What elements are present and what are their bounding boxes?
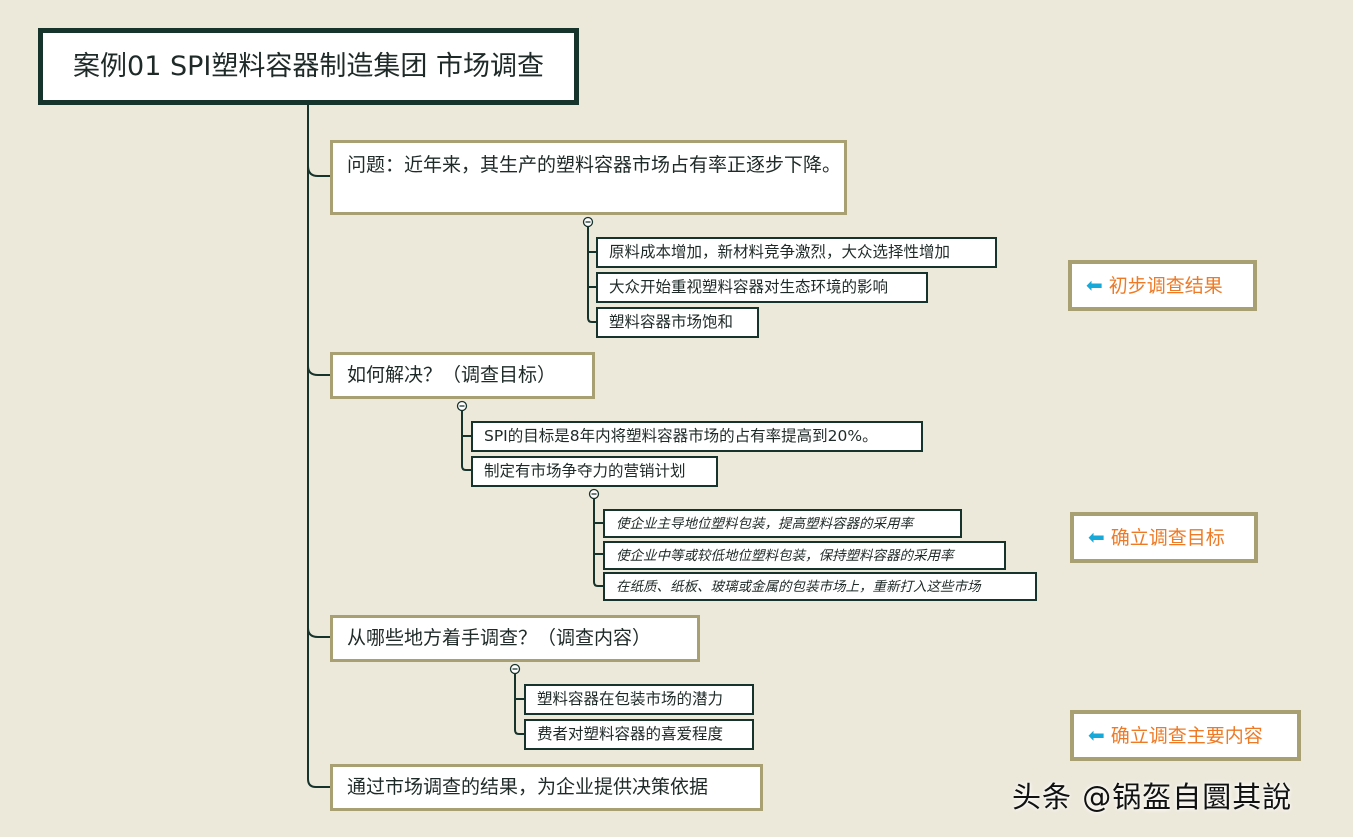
collapse-icon (588, 488, 600, 500)
arrow-left-icon: ⬅ (1088, 723, 1105, 747)
connector-solve (307, 365, 331, 376)
subtopic-solve-2[interactable]: 制定有市场争夺力的营销计划 (471, 456, 718, 487)
connector-solve-children (461, 410, 471, 471)
connector-solve-grandchildren (593, 498, 603, 587)
callout-label: 确立调查主要内容 (1110, 725, 1263, 747)
callout-research-content[interactable]: ⬅确立调查主要内容 (1070, 710, 1301, 761)
arrow-left-icon: ⬅ (1086, 273, 1103, 297)
callout-initial-results[interactable]: ⬅初步调查结果 (1068, 260, 1257, 311)
subtopic-solve-2-2[interactable]: 使企业中等或较低地位塑料包装，保持塑料容器的采用率 (603, 541, 1006, 570)
watermark: 头条 @锅盔自圜其說 (1012, 780, 1293, 814)
arrow-left-icon: ⬅ (1088, 525, 1105, 549)
connector-problem-children (587, 227, 596, 323)
subtopic-solve-2-3[interactable]: 在纸质、纸板、玻璃或金属的包装市场上，重新打入这些市场 (603, 572, 1037, 601)
connector-problem (307, 165, 331, 177)
subtopic-problem-3[interactable]: 塑料容器市场饱和 (596, 307, 759, 338)
connector-content (307, 627, 331, 638)
topic-solve[interactable]: 如何解决？（调查目标） (330, 352, 595, 399)
topic-content[interactable]: 从哪些地方着手调查？（调查内容） (330, 615, 700, 662)
callout-label: 初步调查结果 (1108, 275, 1223, 297)
root-topic[interactable]: 案例01 SPI塑料容器制造集团 市场调查 (38, 28, 579, 105)
callout-label: 确立调查目标 (1110, 527, 1225, 549)
subtopic-solve-2-1[interactable]: 使企业主导地位塑料包装，提高塑料容器的采用率 (603, 509, 962, 538)
subtopic-problem-2[interactable]: 大众开始重视塑料容器对生态环境的影响 (596, 272, 928, 303)
subtopic-solve-1[interactable]: SPI的目标是8年内将塑料容器市场的占有率提高到20%。 (471, 421, 923, 452)
collapse-icon (582, 216, 594, 228)
collapse-icon (509, 663, 521, 675)
connector-content-children (514, 673, 524, 735)
topic-problem[interactable]: 问题：近年来，其生产的塑料容器市场占有率正逐步下降。 (330, 140, 847, 215)
topic-result[interactable]: 通过市场调查的结果，为企业提供决策依据 (330, 764, 763, 811)
subtopic-problem-1[interactable]: 原料成本增加，新材料竞争激烈，大众选择性增加 (596, 237, 997, 268)
collapse-icon (456, 400, 468, 412)
trunk-line (307, 105, 331, 788)
subtopic-content-2[interactable]: 费者对塑料容器的喜爱程度 (524, 719, 754, 750)
subtopic-content-1[interactable]: 塑料容器在包装市场的潜力 (524, 684, 754, 715)
callout-research-goal[interactable]: ⬅确立调查目标 (1070, 512, 1258, 563)
